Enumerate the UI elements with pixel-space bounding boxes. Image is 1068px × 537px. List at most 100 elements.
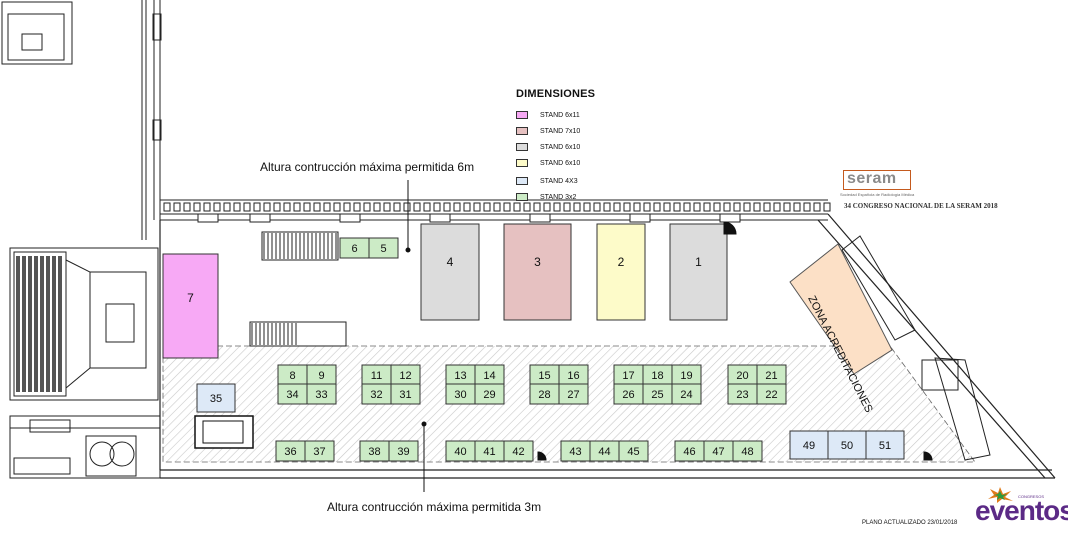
wall-crenel (403, 202, 411, 212)
stair-middle (249, 321, 347, 347)
stand-number: 9 (318, 370, 324, 382)
wall-crenel (673, 202, 681, 212)
stand-number: 45 (627, 446, 639, 458)
stand-14[interactable]: 14 (474, 364, 505, 386)
wall-crenel (553, 202, 561, 212)
stand-6[interactable]: 6 (339, 237, 370, 259)
stand-39[interactable]: 39 (388, 440, 419, 462)
stand-number: 1 (695, 255, 702, 269)
stand-12[interactable]: 12 (390, 364, 421, 386)
stand-44[interactable]: 44 (589, 440, 620, 462)
wall-crenel (803, 202, 811, 212)
stand-38[interactable]: 38 (359, 440, 390, 462)
stand-24[interactable]: 24 (671, 383, 702, 405)
stand-21[interactable]: 21 (756, 364, 787, 386)
stand-1[interactable]: 1 (669, 223, 728, 321)
stand-13[interactable]: 13 (445, 364, 476, 386)
wall-crenel (173, 202, 181, 212)
wall-crenel (363, 202, 371, 212)
stand-42[interactable]: 42 (503, 440, 534, 462)
stand-46[interactable]: 46 (674, 440, 705, 462)
stand-43[interactable]: 43 (560, 440, 591, 462)
stand-5[interactable]: 5 (368, 237, 399, 259)
stand-number: 39 (397, 446, 409, 458)
wall-crenel (223, 202, 231, 212)
stand-number: 32 (370, 389, 382, 401)
stand-30[interactable]: 30 (445, 383, 476, 405)
stand-35[interactable]: 35 (196, 383, 236, 413)
stand-27[interactable]: 27 (558, 383, 589, 405)
stand-18[interactable]: 18 (642, 364, 673, 386)
stand-box (388, 440, 419, 462)
stand-29[interactable]: 29 (474, 383, 505, 405)
stand-box (503, 223, 572, 321)
stand-number: 25 (651, 389, 663, 401)
auditorium-seats (16, 256, 62, 392)
stand-8[interactable]: 8 (277, 364, 308, 386)
seram-subtitle: Sociedad Española de Radiología Médica (840, 192, 915, 197)
seat-row (58, 256, 62, 392)
stand-box (162, 253, 219, 359)
legend-swatch (516, 143, 528, 151)
stand-32[interactable]: 32 (361, 383, 392, 405)
stand-number: 29 (483, 389, 495, 401)
stand-3[interactable]: 3 (503, 223, 572, 321)
stand-2[interactable]: 2 (596, 223, 646, 321)
stand-25[interactable]: 25 (642, 383, 673, 405)
stand-box (474, 383, 505, 405)
stand-47[interactable]: 47 (703, 440, 734, 462)
stand-box (304, 440, 335, 462)
wall-crenel (713, 202, 721, 212)
stand-16[interactable]: 16 (558, 364, 589, 386)
stand-box (618, 440, 649, 462)
legend-title: DIMENSIONES (516, 88, 596, 100)
stand-36[interactable]: 36 (275, 440, 306, 462)
stand-box (558, 383, 589, 405)
stand-37[interactable]: 37 (304, 440, 335, 462)
wall-crenel (523, 202, 531, 212)
stand-box (196, 383, 236, 413)
stand-40[interactable]: 40 (445, 440, 476, 462)
stand-number: 17 (622, 370, 634, 382)
stand-48[interactable]: 48 (732, 440, 763, 462)
wall-crenel (483, 202, 491, 212)
wall-crenel (463, 202, 471, 212)
stand-9[interactable]: 9 (306, 364, 337, 386)
stand-number: 37 (313, 446, 325, 458)
stand-box (671, 383, 702, 405)
wall-crenel (763, 202, 771, 212)
wall-crenel (293, 202, 301, 212)
wall-crenel (233, 202, 241, 212)
legend-label: STAND 7x10 (540, 127, 581, 135)
wall-crenel (193, 202, 201, 212)
stand-41[interactable]: 41 (474, 440, 505, 462)
eventos-burst-icon (988, 487, 1013, 503)
stand-number: 14 (483, 370, 495, 382)
door-arcs (537, 221, 933, 461)
wall-crenel (813, 202, 821, 212)
stand-31[interactable]: 31 (390, 383, 421, 405)
stand-11[interactable]: 11 (361, 364, 392, 386)
wall-crenel (443, 202, 451, 212)
stand-7[interactable]: 7 (162, 253, 219, 359)
stand-45[interactable]: 45 (618, 440, 649, 462)
stand-17[interactable]: 17 (613, 364, 644, 386)
wall-crenel (383, 202, 391, 212)
stand-28[interactable]: 28 (529, 383, 560, 405)
stand-49[interactable]: 49 (789, 430, 829, 460)
stand-23[interactable]: 23 (727, 383, 758, 405)
stand-51[interactable]: 51 (865, 430, 905, 460)
stand-33[interactable]: 33 (306, 383, 337, 405)
wall-crenel (433, 202, 441, 212)
legend-item: STAND 6x11 (516, 108, 595, 122)
stand-34[interactable]: 34 (277, 383, 308, 405)
stand-50[interactable]: 50 (827, 430, 867, 460)
stand-4[interactable]: 4 (420, 223, 480, 321)
stand-19[interactable]: 19 (671, 364, 702, 386)
stand-15[interactable]: 15 (529, 364, 560, 386)
stand-20[interactable]: 20 (727, 364, 758, 386)
stand-22[interactable]: 22 (756, 383, 787, 405)
stand-26[interactable]: 26 (613, 383, 644, 405)
